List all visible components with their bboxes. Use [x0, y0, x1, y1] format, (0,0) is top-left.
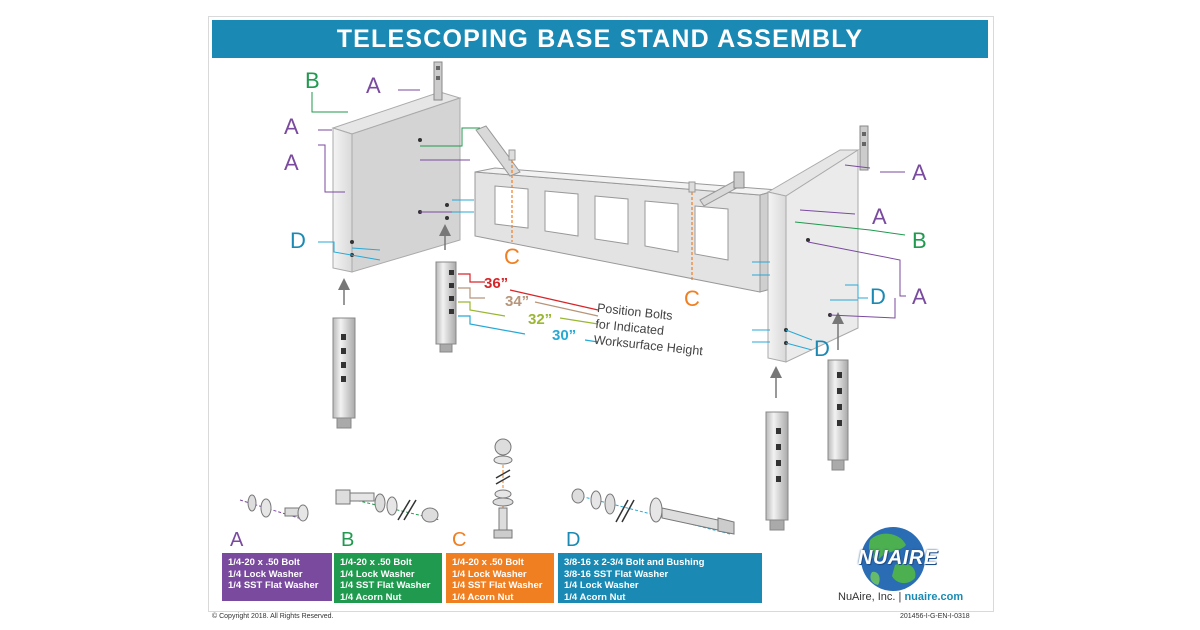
- company-name: NuAire, Inc.: [838, 591, 896, 603]
- center-crossbeam: [474, 167, 779, 293]
- key-c-letter: C: [452, 529, 467, 551]
- key-d-box: 3/8-16 x 2-3/4 Bolt and Bushing 3/8-16 S…: [558, 553, 762, 603]
- height-leader-lines: [458, 273, 599, 343]
- left-leg-lower: [332, 317, 356, 429]
- hardware-c-icon: [492, 438, 514, 540]
- title-bar: TELESCOPING BASE STAND ASSEMBLY: [212, 20, 988, 58]
- key-c-box: 1/4-20 x .50 Bolt 1/4 Lock Washer 1/4 SS…: [446, 553, 554, 603]
- callout-c-label: C: [504, 244, 520, 269]
- callout-c-label: C: [684, 286, 700, 311]
- callout-a-label: A: [912, 160, 927, 185]
- callout-b-label: B: [305, 68, 320, 93]
- company-url: nuaire.com: [904, 591, 964, 603]
- nuaire-globe-logo: [861, 527, 925, 591]
- left-top-bracket: [433, 61, 443, 101]
- callout-a-label: A: [284, 114, 299, 139]
- key-a-letter: A: [230, 529, 244, 551]
- callout-d-label: D: [870, 284, 886, 309]
- callout-d-label: D: [814, 336, 830, 361]
- key-a-box: 1/4-20 x .50 Bolt 1/4 Lock Washer 1/4 SS…: [222, 553, 332, 601]
- hardware-b-icon: [335, 489, 441, 523]
- page-title: TELESCOPING BASE STAND ASSEMBLY: [336, 24, 864, 53]
- right-side-panel: [766, 149, 860, 363]
- copyright-text: © Copyright 2018. All Rights Reserved.: [212, 613, 334, 620]
- callout-d-label: D: [290, 228, 306, 253]
- height-34-label: 34”: [505, 293, 530, 310]
- logo-wordmark: NUAIRE: [858, 547, 938, 569]
- hardware-a-icon: [239, 494, 309, 522]
- key-b-box: 1/4-20 x .50 Bolt 1/4 Lock Washer 1/4 SS…: [334, 553, 442, 603]
- right-leg-front: [765, 411, 789, 531]
- height-36-label: 36”: [484, 275, 509, 292]
- callout-a-label: A: [366, 73, 381, 98]
- hardware-d-icon: [571, 488, 735, 535]
- company-separator: |: [898, 591, 902, 603]
- callout-c-leaders: [511, 150, 693, 282]
- left-side-panel: [331, 91, 462, 273]
- callout-b-label: B: [912, 228, 927, 253]
- height-30-label: 30”: [552, 327, 577, 344]
- right-leg-rear: [827, 359, 849, 471]
- height-32-label: 32”: [528, 311, 553, 328]
- callout-a-leaders: [318, 89, 906, 319]
- part-number: 201456-I-G-EN-I-0318: [900, 613, 970, 620]
- callout-a-label: A: [872, 204, 887, 229]
- left-diagonal-brace: [475, 125, 521, 177]
- callout-b-leaders: [311, 92, 906, 236]
- key-d-letter: D: [566, 529, 581, 551]
- callout-d-leaders: [318, 199, 868, 351]
- company-line: NuAire, Inc. | nuaire.com: [838, 591, 963, 603]
- callout-a-label: A: [284, 150, 299, 175]
- left-leg-upper: [435, 261, 457, 353]
- callout-a-label: A: [912, 284, 927, 309]
- key-b-letter: B: [341, 529, 355, 551]
- right-top-bracket: [859, 125, 869, 171]
- poster-frame: [208, 16, 994, 612]
